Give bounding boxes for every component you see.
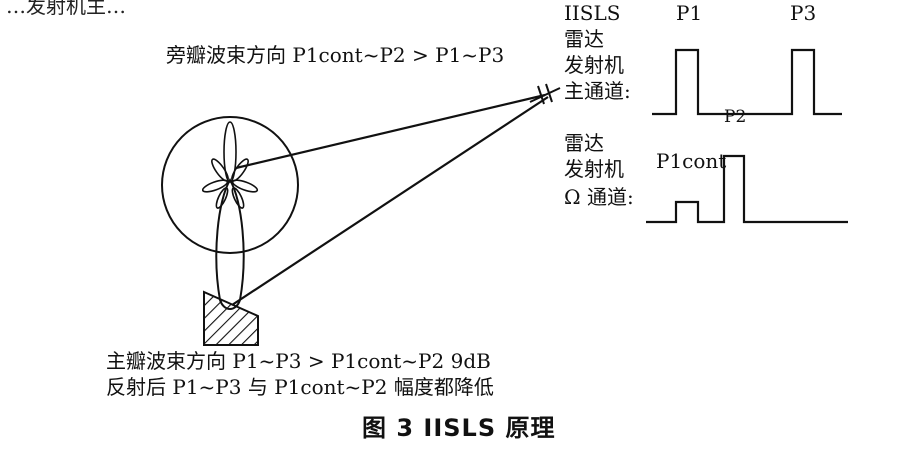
mainlobe-direction-label: 主瓣波束方向 P1~P3 > P1cont~P2 9dB: [106, 349, 491, 373]
pulse-p2-label: P2: [724, 107, 747, 127]
pulse-p1cont-label: P1cont: [656, 149, 727, 173]
cut-off-top-text: …发射机主…: [6, 0, 126, 18]
sidelobe-direction-label: 旁瓣波束方向 P1cont~P2 > P1~P3: [166, 43, 505, 67]
sidelobe-ray: [235, 93, 546, 170]
pulse-p1-label: P1: [676, 1, 703, 25]
pulse-p3-label: P3: [790, 1, 817, 25]
omega-channel-line3: Ω 通道:: [564, 185, 634, 209]
main-lobe-beam: [215, 178, 245, 310]
main-channel-line3: 主通道:: [564, 79, 631, 103]
main-channel-line2: 发射机: [564, 53, 624, 77]
reflector-building: [203, 290, 259, 346]
coverage-circle: [161, 116, 299, 254]
reflected-ray: [231, 96, 549, 306]
omega-channel-line1: 雷达: [564, 131, 604, 155]
main-channel-waveform: [652, 48, 842, 116]
omega-channel-waveform: [646, 154, 848, 224]
receiver-antenna: [529, 83, 561, 105]
main-channel-line1: 雷达: [564, 27, 604, 51]
omega-channel-line2: 发射机: [564, 157, 624, 181]
reflection-label: 反射后 P1~P3 与 P1cont~P2 幅度都降低: [106, 375, 494, 399]
figure-caption: 图 3 IISLS 原理: [362, 414, 556, 442]
system-name-label: IISLS: [564, 1, 621, 25]
